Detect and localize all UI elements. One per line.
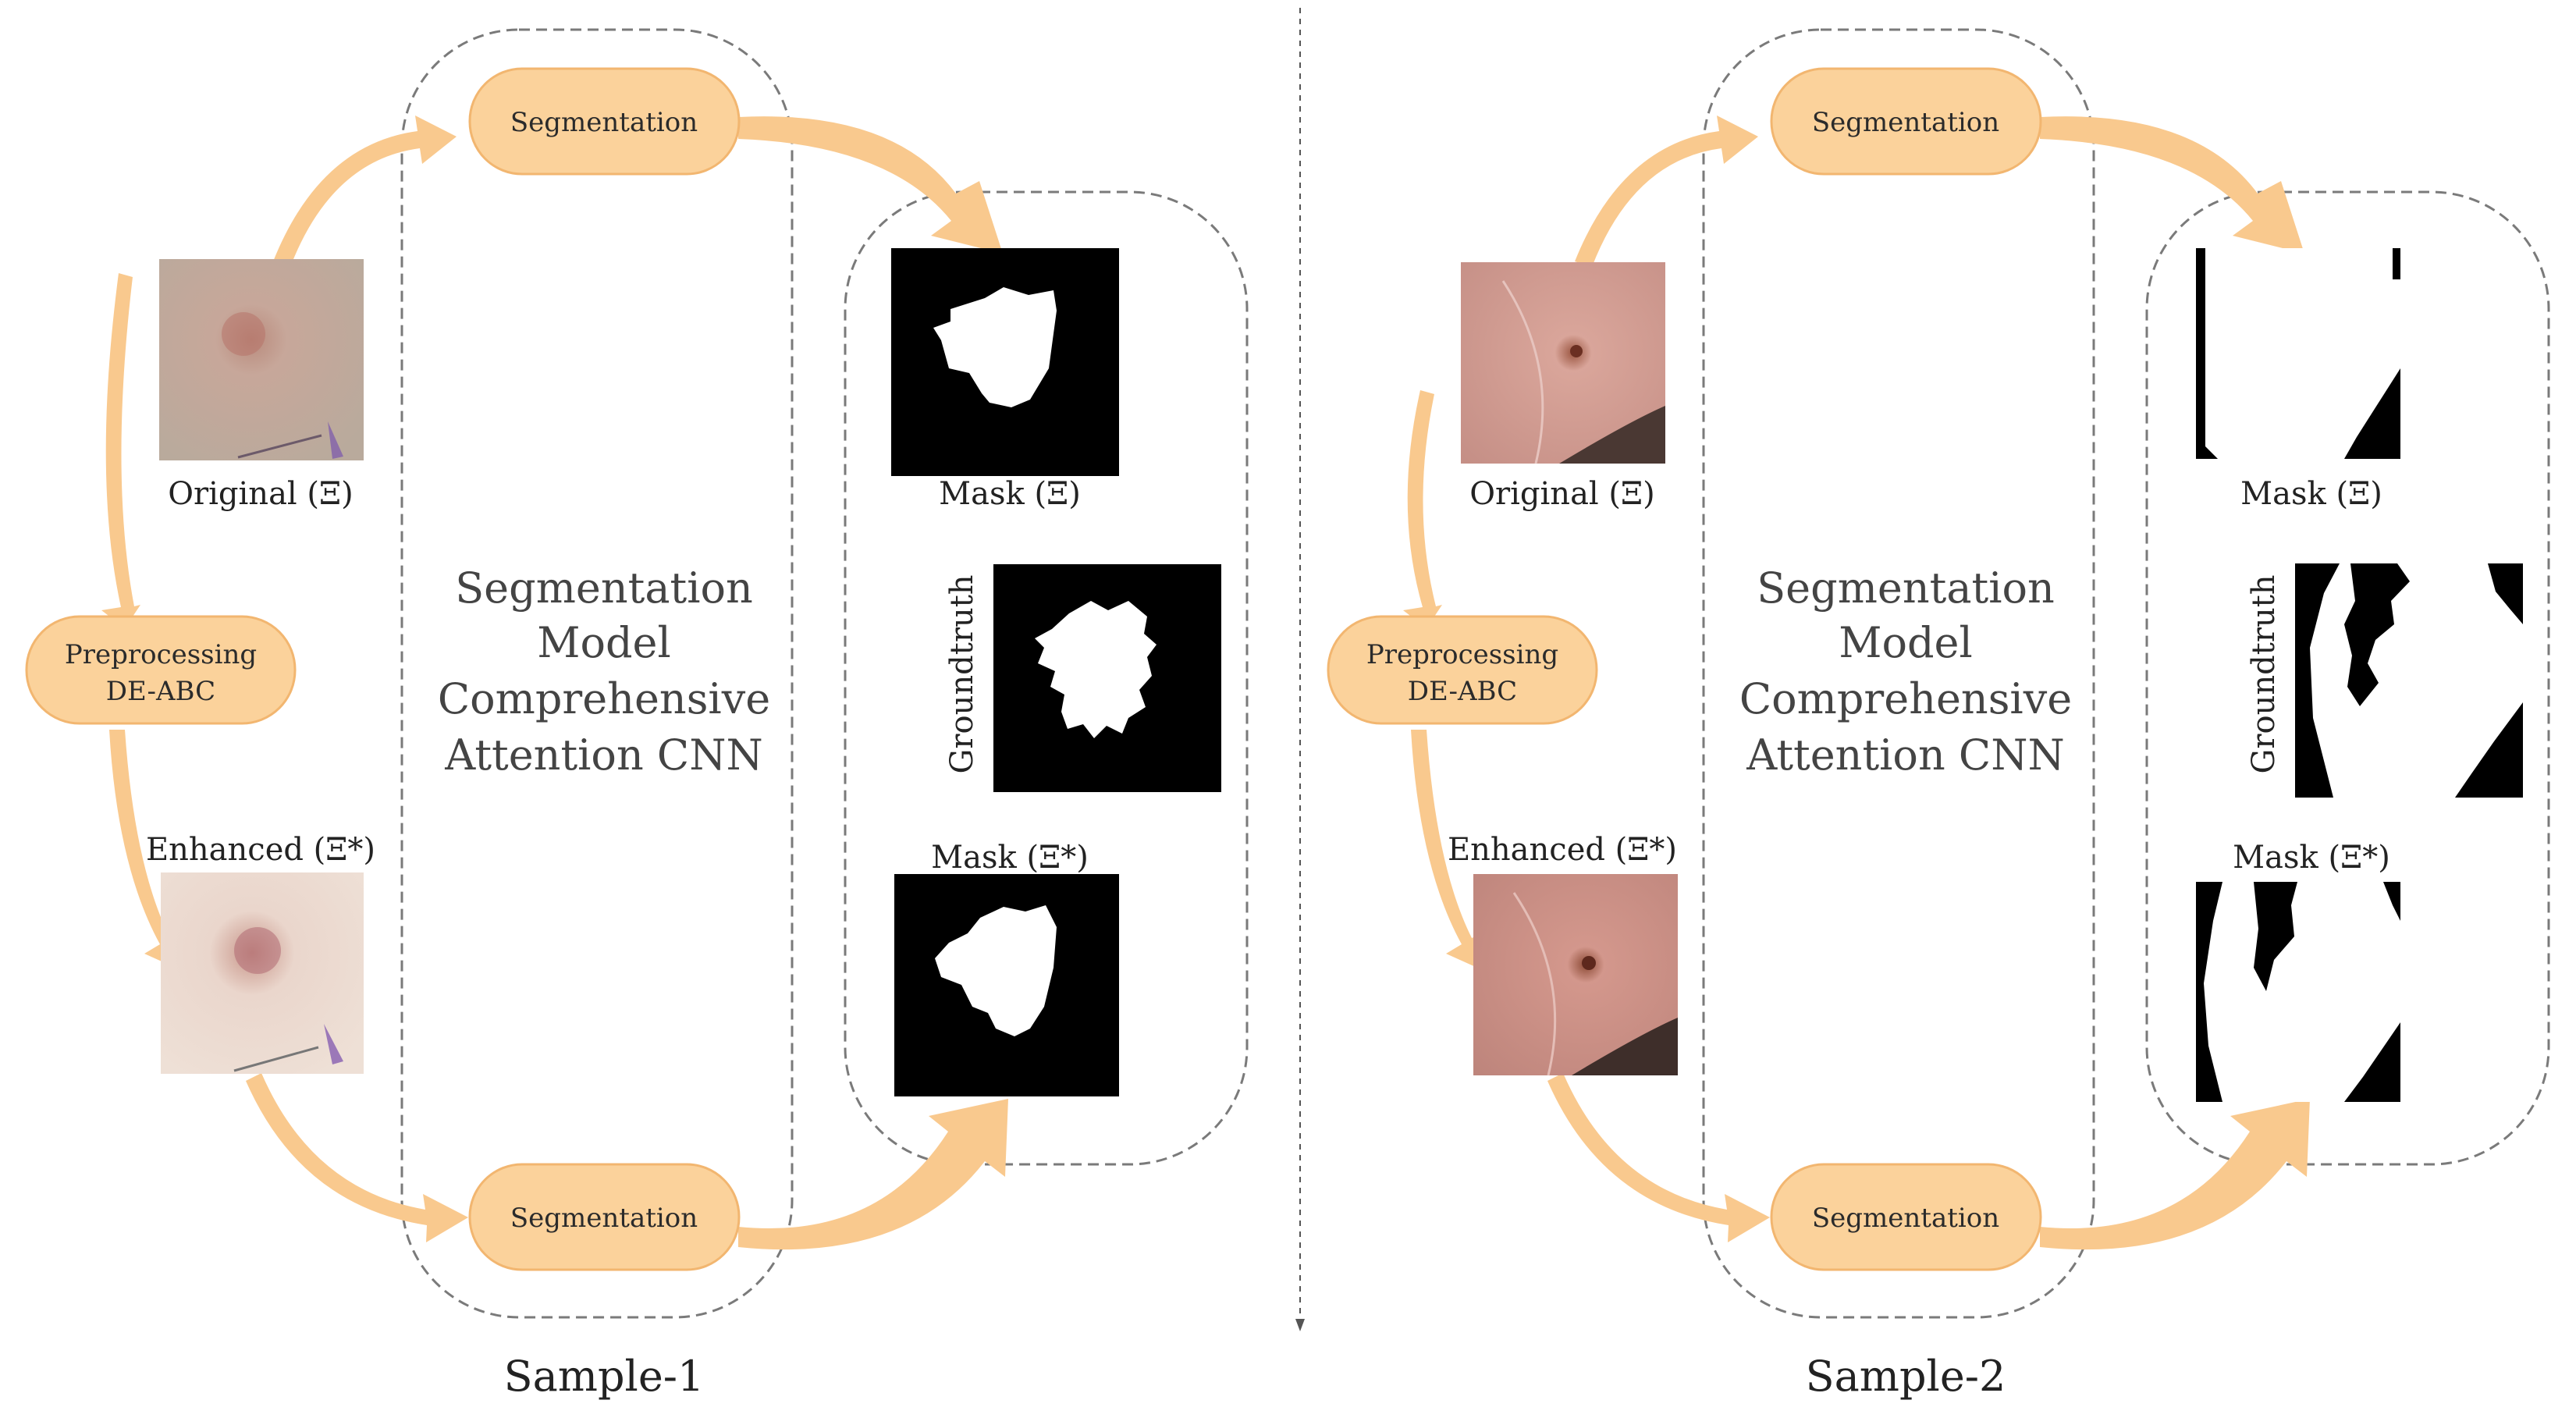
enhanced-image [1473, 874, 1678, 1076]
original-label: Original (Ξ) [1469, 476, 1655, 512]
segmentation-top-button[interactable]: Segmentation [468, 67, 741, 176]
segmentation-bottom-button[interactable]: Segmentation [468, 1163, 741, 1271]
mask-original [891, 248, 1119, 476]
model-label-line4: Attention CNN [1746, 730, 2064, 780]
output-enclosure [2145, 190, 2550, 1166]
preprocessing-label-line1: Preprocessing [65, 639, 257, 670]
original-image [1461, 262, 1665, 464]
arrow-original-to-preprocessing [101, 273, 140, 628]
sample-2-panel: Segmentation Segmentation Preprocessing … [1327, 28, 2550, 1401]
groundtruth-label: Groundtruth [944, 574, 980, 773]
arrow-segmentation-to-mask-enhanced [2040, 1099, 2310, 1250]
mask-label: Mask (Ξ) [2240, 476, 2382, 512]
preprocessing-button[interactable]: Preprocessing DE-ABC [25, 615, 297, 725]
preprocessing-label-line2: DE-ABC [1408, 676, 1517, 707]
model-label-line3: Comprehensive [1739, 674, 2072, 723]
mask-enhanced-label: Mask (Ξ*) [931, 840, 1089, 876]
enhanced-image [161, 872, 364, 1074]
mask-original [2196, 248, 2400, 459]
arrow-preprocessing-to-enhanced [109, 730, 182, 968]
model-enclosure [1702, 28, 2095, 1319]
sample-1-panel: Segmentation Segmentation Preprocessing … [25, 28, 1249, 1401]
segmentation-bottom-label: Segmentation [510, 1203, 698, 1234]
arrow-original-to-segmentation [273, 115, 457, 267]
model-enclosure [400, 28, 794, 1319]
segmentation-top-label: Segmentation [510, 107, 698, 138]
segmentation-top-label: Segmentation [1812, 107, 1999, 138]
model-label-line3: Comprehensive [438, 674, 770, 723]
model-label-line2: Model [1839, 618, 1973, 667]
arrow-segmentation-to-mask [738, 116, 1003, 254]
mask-label: Mask (Ξ) [939, 476, 1081, 512]
preprocessing-label-line1: Preprocessing [1366, 639, 1558, 670]
segmentation-bottom-button[interactable]: Segmentation [1770, 1163, 2042, 1271]
arrow-enhanced-to-segmentation [1547, 1073, 1770, 1242]
mask-enhanced-label: Mask (Ξ*) [2233, 840, 2390, 876]
enhanced-label: Enhanced (Ξ*) [1448, 832, 1677, 868]
model-label-line4: Attention CNN [444, 730, 762, 780]
arrow-preprocessing-to-enhanced [1411, 730, 1483, 968]
arrow-original-to-preprocessing [1403, 390, 1442, 628]
mask-enhanced [894, 874, 1119, 1096]
sample-label: Sample-2 [1806, 1352, 2006, 1401]
segmentation-bottom-label: Segmentation [1812, 1203, 1999, 1234]
arrow-segmentation-to-mask [2040, 116, 2304, 254]
preprocessing-button[interactable]: Preprocessing DE-ABC [1327, 615, 1598, 725]
divider-arrow-icon [1295, 1319, 1305, 1331]
output-enclosure [844, 190, 1249, 1166]
arrow-enhanced-to-segmentation [246, 1073, 468, 1242]
groundtruth-label: Groundtruth [2246, 574, 2282, 773]
sample-label: Sample-1 [504, 1352, 705, 1401]
enhanced-label: Enhanced (Ξ*) [146, 832, 375, 868]
groundtruth-image [993, 564, 1221, 792]
preprocessing-label-line2: DE-ABC [106, 676, 215, 707]
mask-enhanced [2196, 882, 2400, 1102]
original-image [159, 259, 364, 460]
model-label-line1: Segmentation [455, 563, 753, 613]
model-label-line1: Segmentation [1757, 563, 2055, 613]
groundtruth-image [2295, 563, 2523, 798]
arrow-segmentation-to-mask-enhanced [738, 1099, 1008, 1250]
original-label: Original (Ξ) [168, 476, 354, 512]
model-label-line2: Model [537, 618, 671, 667]
segmentation-top-button[interactable]: Segmentation [1770, 67, 2042, 176]
arrow-original-to-segmentation [1575, 115, 1758, 267]
